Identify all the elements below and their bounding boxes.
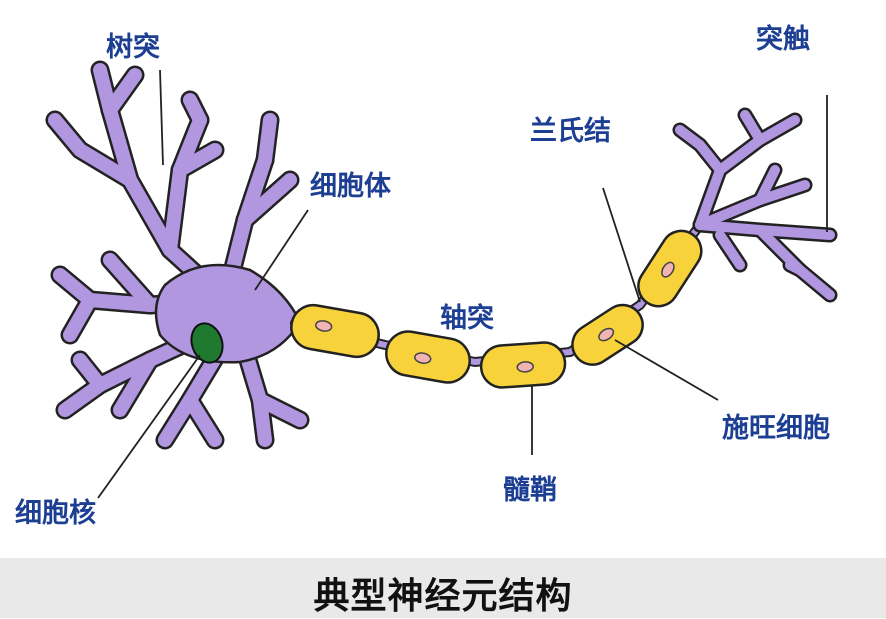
nucleus-leader xyxy=(97,354,201,499)
dendrite-leader xyxy=(159,69,164,166)
cell-body-shape xyxy=(154,263,302,364)
schwann-cell-label: 施旺细胞 xyxy=(722,413,830,444)
cell-body-leader xyxy=(254,209,309,291)
node-of-ranvier-label: 兰氏结 xyxy=(530,116,611,147)
neuron-diagram xyxy=(45,60,838,499)
leader-lines xyxy=(97,69,828,499)
dendrite-label: 树突 xyxy=(106,32,160,63)
axon-label: 轴突 xyxy=(440,303,494,334)
nucleus-label: 细胞核 xyxy=(15,498,96,529)
schwann-leader xyxy=(614,339,719,401)
schwann-nucleus xyxy=(315,320,333,332)
dendrites xyxy=(45,60,310,450)
diagram-title: 典型神经元结构 xyxy=(313,576,573,617)
myelin-sheath-label: 髓鞘 xyxy=(503,475,557,506)
myelin-segments xyxy=(290,229,703,389)
cell-body-label: 细胞体 xyxy=(310,171,391,202)
caption-bar: 典型神经元结构 xyxy=(0,558,886,618)
schwann-nucleus xyxy=(598,327,615,342)
ranvier-leader xyxy=(602,187,641,303)
schwann-nucleus xyxy=(516,361,534,373)
synapse-label: 突触 xyxy=(756,24,810,55)
schwann-nucleus xyxy=(414,352,432,364)
axon-terminals xyxy=(672,107,838,303)
schwann-nucleus xyxy=(661,261,675,278)
nucleus-shape xyxy=(190,322,224,364)
myelin-segment xyxy=(290,303,380,359)
